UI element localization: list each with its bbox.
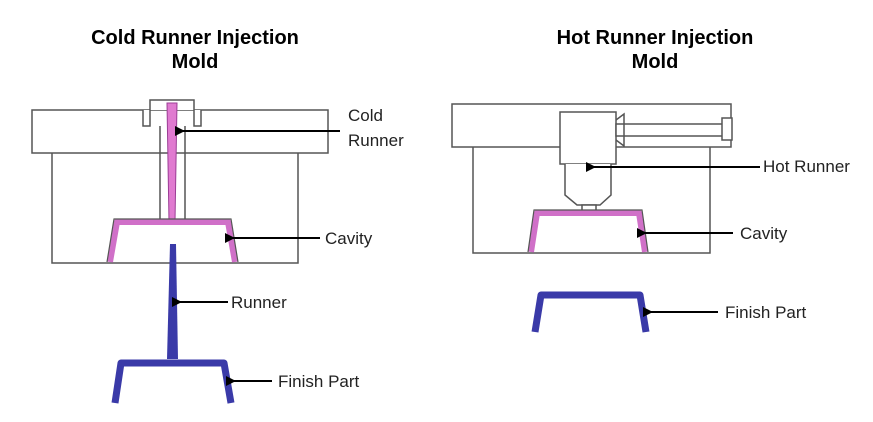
cold-sprue-bushing [142,99,202,127]
hot-finish-label: Finish Part [725,303,807,322]
hot-cavity [528,210,648,253]
cold-runner-part-label: Runner [231,293,287,312]
hot-title-line1: Hot Runner Injection [556,27,754,49]
hot-cavity-label: Cavity [740,224,788,243]
cold-runner-channel [166,102,178,223]
cold-runner-part [167,244,178,359]
cold-cavity-label: Cavity [325,229,373,248]
hot-cavity-outline [527,209,649,253]
cold-finish-part [111,359,235,404]
hot-heater-rod [615,123,727,137]
cold-runner-label-line1: Cold [348,106,383,125]
cold-runner-label-line2: Runner [348,131,404,150]
hot-finish-part [531,291,650,333]
hot-nozzle [564,164,612,206]
cold-title-line1: Cold Runner Injection [91,27,299,49]
cold-title-line2: Mold [171,51,219,73]
cold-runner-title: Cold Runner Injection Mold [60,26,330,74]
cold-finish-label: Finish Part [278,372,360,391]
hot-heater-connector [615,112,625,148]
hot-lower-block [472,147,711,254]
hot-heater-cap [721,117,733,141]
hot-runner-label: Hot Runner [763,157,850,176]
cold-sprue-bore [159,126,186,222]
hot-runner-title: Hot Runner Injection Mold [520,26,790,74]
hot-mold [451,103,733,254]
hot-title-line2: Mold [631,51,679,73]
hot-manifold [559,111,617,165]
